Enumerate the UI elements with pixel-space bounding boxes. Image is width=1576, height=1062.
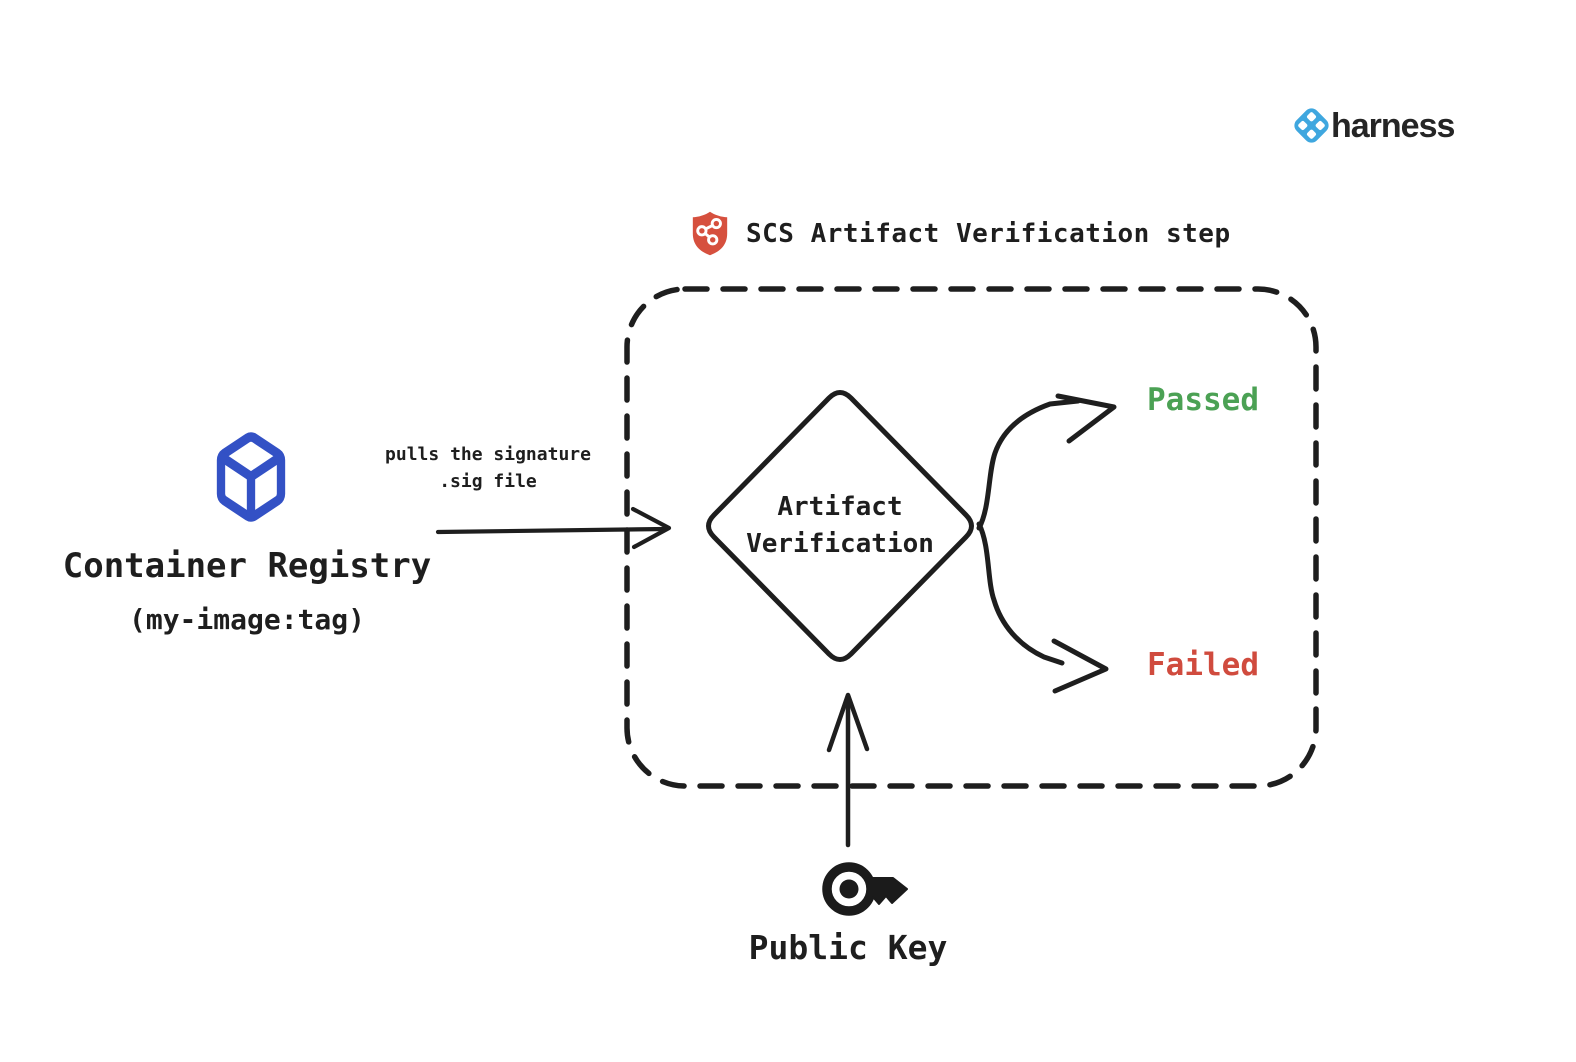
container-registry-title: Container Registry — [62, 546, 432, 586]
decision-label-line1: Artifact — [777, 492, 903, 522]
container-registry-subtitle: (my-image:tag) — [128, 603, 365, 636]
decision-label: Artifact Verification — [740, 489, 940, 563]
scs-shield-icon — [692, 211, 728, 256]
outcome-passed-label: Passed — [1147, 382, 1259, 418]
outcome-failed-label: Failed — [1147, 647, 1259, 683]
harness-wordmark: harness — [1331, 107, 1455, 145]
step-title: SCS Artifact Verification step — [746, 219, 1231, 249]
failed-branch-arrow — [976, 521, 1109, 694]
harness-logo-icon — [1294, 108, 1329, 143]
decision-label-line2: Verification — [746, 529, 934, 559]
container-cube-icon — [216, 432, 286, 522]
key-icon — [822, 862, 908, 916]
public-key-label: Public Key — [748, 928, 948, 967]
pull-signature-arrow — [435, 506, 672, 550]
public-key-arrow — [826, 692, 870, 848]
edge-label-line1: pulls the signature — [385, 444, 591, 465]
edge-label-line2: .sig file — [439, 471, 537, 492]
pull-signature-edge-label: pulls the signature .sig file — [357, 441, 619, 495]
decision-diamond — [706, 390, 974, 662]
step-boundary-box — [624, 286, 1319, 789]
passed-branch-arrow — [976, 393, 1117, 531]
